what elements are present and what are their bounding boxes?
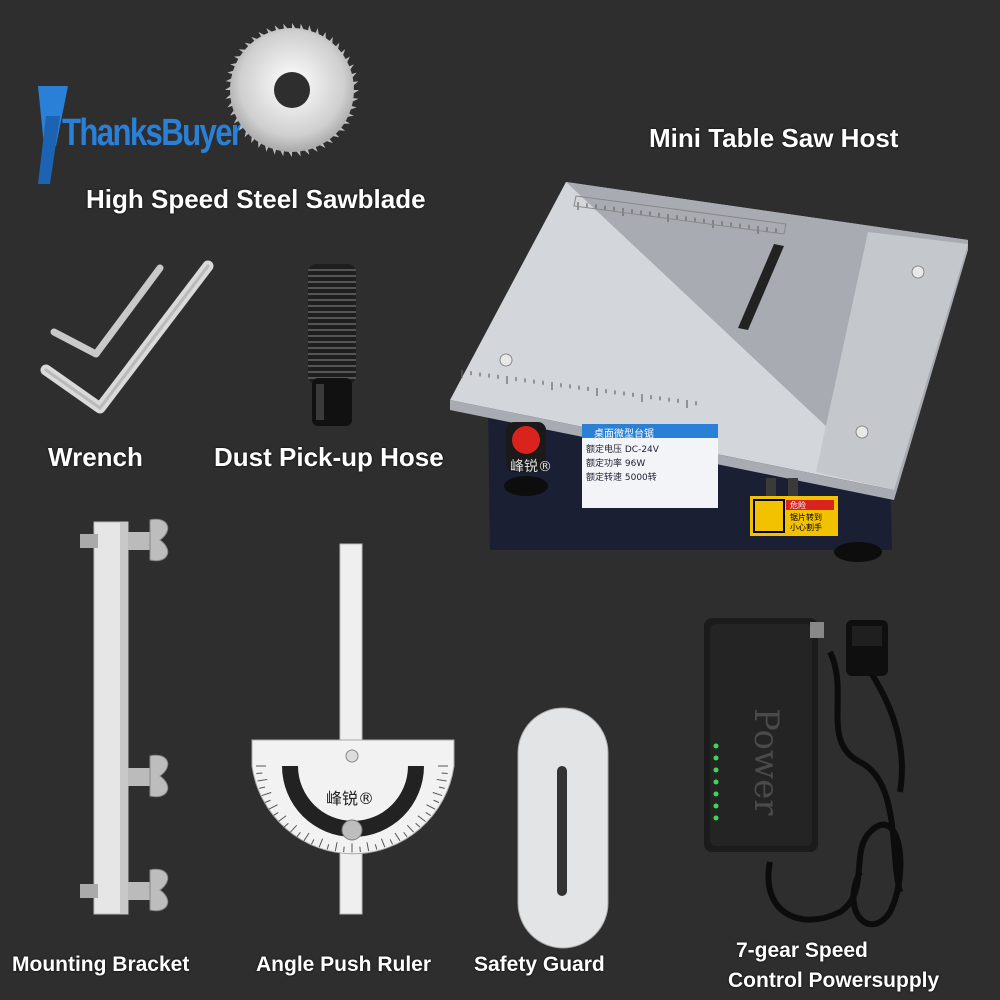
host-plate-title: 桌面微型台锯 xyxy=(594,429,654,440)
label-power-supply-line2: Control Powersupply xyxy=(728,969,940,992)
label-mounting-bracket: Mounting Bracket xyxy=(12,953,190,976)
dust-hose-image xyxy=(308,264,356,426)
angle-push-ruler-image xyxy=(251,543,455,915)
label-power-supply-line1: 7-gear Speed xyxy=(736,939,868,962)
warning-line2: 小心割手 xyxy=(790,523,822,532)
power-supply-text: Power xyxy=(746,708,786,816)
label-wrench: Wrench xyxy=(48,442,143,472)
warning-line1: 锯片转到 xyxy=(790,513,822,522)
host-plate-voltage: 额定电压 DC-24V xyxy=(586,445,659,455)
host-plate-speed: 额定转速 5000转 xyxy=(586,473,657,483)
wrench-image xyxy=(40,260,214,414)
label-dust-hose: Dust Pick-up Hose xyxy=(214,442,444,472)
label-sawblade: High Speed Steel Sawblade xyxy=(86,184,426,214)
ruler-brand: 峰锐® xyxy=(326,789,375,808)
label-angle-push-ruler: Angle Push Ruler xyxy=(256,953,432,976)
power-supply-image xyxy=(704,618,905,928)
mounting-bracket-image xyxy=(80,518,169,915)
table-saw-host-image xyxy=(450,182,968,562)
warning-title: 危险 xyxy=(790,501,806,510)
brand-logo-mark xyxy=(38,86,68,184)
host-brand: 峰锐® xyxy=(510,459,552,475)
host-plate-power: 额定功率 96W xyxy=(586,459,646,469)
label-saw-host: Mini Table Saw Host xyxy=(649,123,899,153)
brand-logo-text: ThanksBuyer xyxy=(62,112,243,154)
label-safety-guard: Safety Guard xyxy=(474,953,605,976)
safety-guard-image xyxy=(517,707,609,949)
sawblade-image xyxy=(225,23,359,157)
